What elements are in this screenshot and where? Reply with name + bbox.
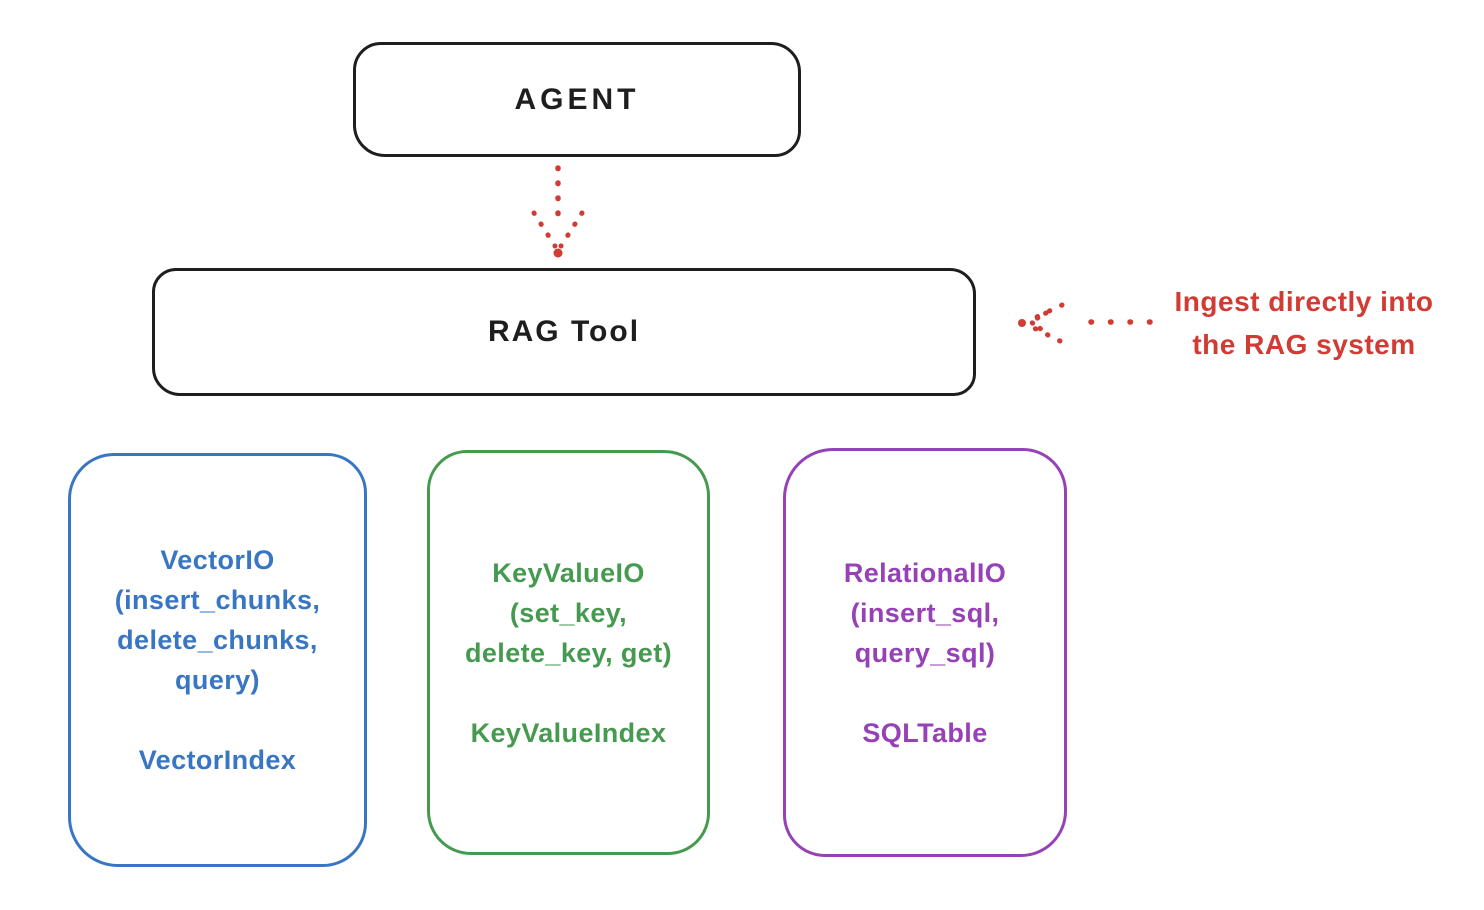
vector-io-node: VectorIO (insert_chunks, delete_chunks,que…: [68, 453, 367, 867]
text-line: (insert_sql,: [850, 597, 1000, 628]
text-line: VectorIndex: [138, 745, 297, 775]
text-line: [565, 673, 573, 713]
text-line: [921, 673, 929, 713]
text-line: KeyValueIndex: [470, 717, 667, 748]
text-line: delete_key, get): [465, 637, 672, 668]
arrow-tip: [553, 248, 563, 258]
text-line: delete_chunks,: [117, 625, 318, 655]
text-line: KeyValueIO: [492, 557, 645, 588]
agent-label: AGENT: [514, 82, 640, 116]
text-line: SQLTable: [862, 717, 988, 748]
text-line: (insert_chunks,: [114, 585, 321, 615]
keyvalue-io-node: KeyValueIO (set_key, delete_key, get) KeyV…: [427, 450, 710, 855]
ingest-annotation: Ingest directly into the RAG system: [1134, 280, 1474, 366]
arrow-head-inner-chevron: [1026, 310, 1049, 335]
rag-tool-label: RAG Tool: [487, 315, 641, 348]
text-line: [214, 700, 222, 740]
text-line: RelationalIO: [843, 557, 1007, 588]
rag-tool-node: RAG Tool: [152, 268, 976, 396]
text-line: query): [175, 665, 260, 695]
agent-node: AGENT: [353, 42, 801, 157]
arrow-annotation-to-rag-tool-icon: [1018, 302, 1153, 344]
relational-io-node: RelationalIO (insert_sql, query_sql) SQLTa…: [783, 448, 1067, 857]
arrow-head-lower-arm: [1023, 321, 1063, 344]
arrow-head-left-arm: [531, 210, 558, 249]
text-line: query_sql): [854, 637, 996, 668]
arrow-head-right-arm: [558, 210, 585, 249]
annotation-line-2: the RAG system: [1192, 329, 1416, 360]
text-line: VectorIO: [160, 545, 275, 575]
annotation-line-1: Ingest directly into: [1174, 286, 1434, 317]
text-line: (set_key,: [509, 597, 628, 628]
arrow-agent-to-rag-tool-icon: [531, 165, 585, 258]
arrow-tip: [1018, 319, 1026, 327]
arrow-head-upper-arm: [1023, 302, 1065, 325]
